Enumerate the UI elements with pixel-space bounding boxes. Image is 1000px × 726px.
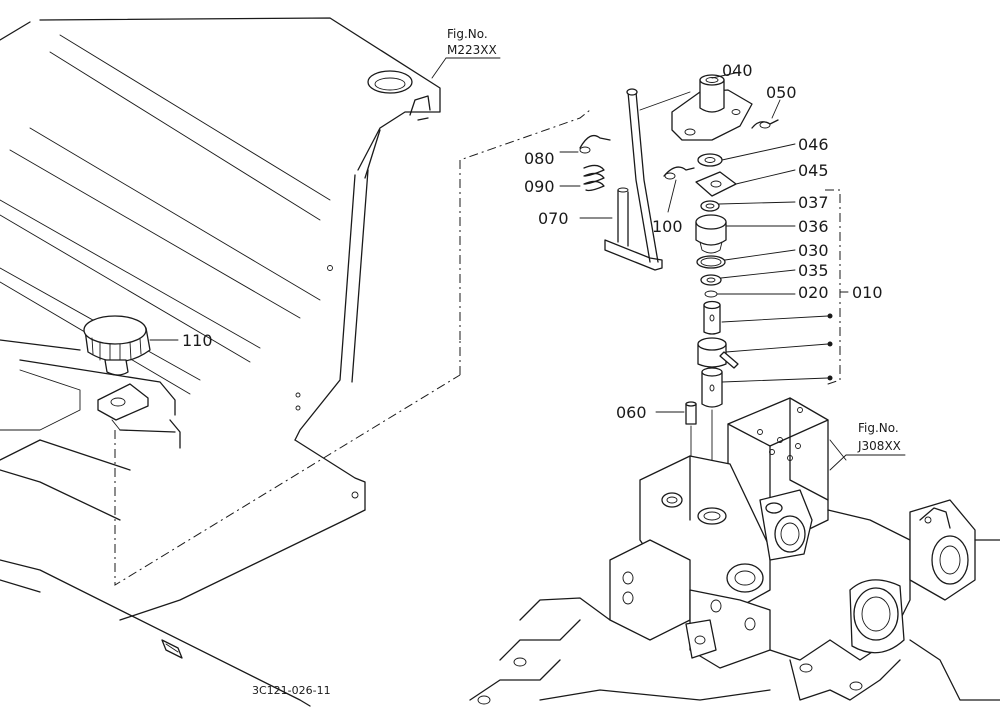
label-110: 110: [182, 331, 213, 350]
part-110-knob: [83, 315, 179, 431]
part-030-o-ring: [696, 249, 796, 269]
label-060: 060: [616, 403, 647, 422]
part-037-nut: [700, 200, 796, 212]
label-037: 037: [798, 193, 829, 212]
svg-text:Fig.No.: Fig.No.: [858, 421, 899, 435]
part-010-shaft-assembly: [697, 189, 849, 511]
part-045-plate: [695, 169, 796, 197]
part-040-bracket: [671, 71, 753, 141]
part-080-clip: [559, 134, 611, 154]
part-035-washer: [700, 269, 796, 286]
part-046-washer: [697, 143, 796, 167]
seat-panel-housing: [0, 17, 591, 707]
label-045: 045: [798, 161, 829, 180]
part-020-ring: [704, 290, 796, 298]
part-050-clip: [751, 99, 781, 129]
drawing-code: 3C121-026-11: [252, 684, 331, 697]
svg-text:J308XX: J308XX: [857, 439, 901, 453]
svg-text:Fig.No.: Fig.No.: [447, 27, 488, 41]
label-100: 100: [652, 217, 683, 236]
label-070: 070: [538, 209, 569, 228]
label-040: 040: [722, 61, 753, 80]
label-020: 020: [798, 283, 829, 302]
figure-ref-j308xx: Fig.No. J308XX: [829, 421, 906, 471]
label-080: 080: [524, 149, 555, 168]
label-036: 036: [798, 217, 829, 236]
figure-ref-m223xx: Fig.No. M223XX: [431, 27, 501, 79]
label-050: 050: [766, 83, 797, 102]
label-010: 010: [852, 283, 883, 302]
label-035: 035: [798, 261, 829, 280]
part-100-clip: [663, 166, 695, 213]
control-lever: [626, 88, 691, 263]
label-030: 030: [798, 241, 829, 260]
part-070-bracket: [579, 187, 663, 271]
part-090-spring: [559, 164, 605, 192]
svg-text:M223XX: M223XX: [447, 43, 497, 57]
part-036-bushing: [695, 214, 796, 254]
label-046: 046: [798, 135, 829, 154]
label-090: 090: [524, 177, 555, 196]
valve-body: [469, 397, 1000, 705]
